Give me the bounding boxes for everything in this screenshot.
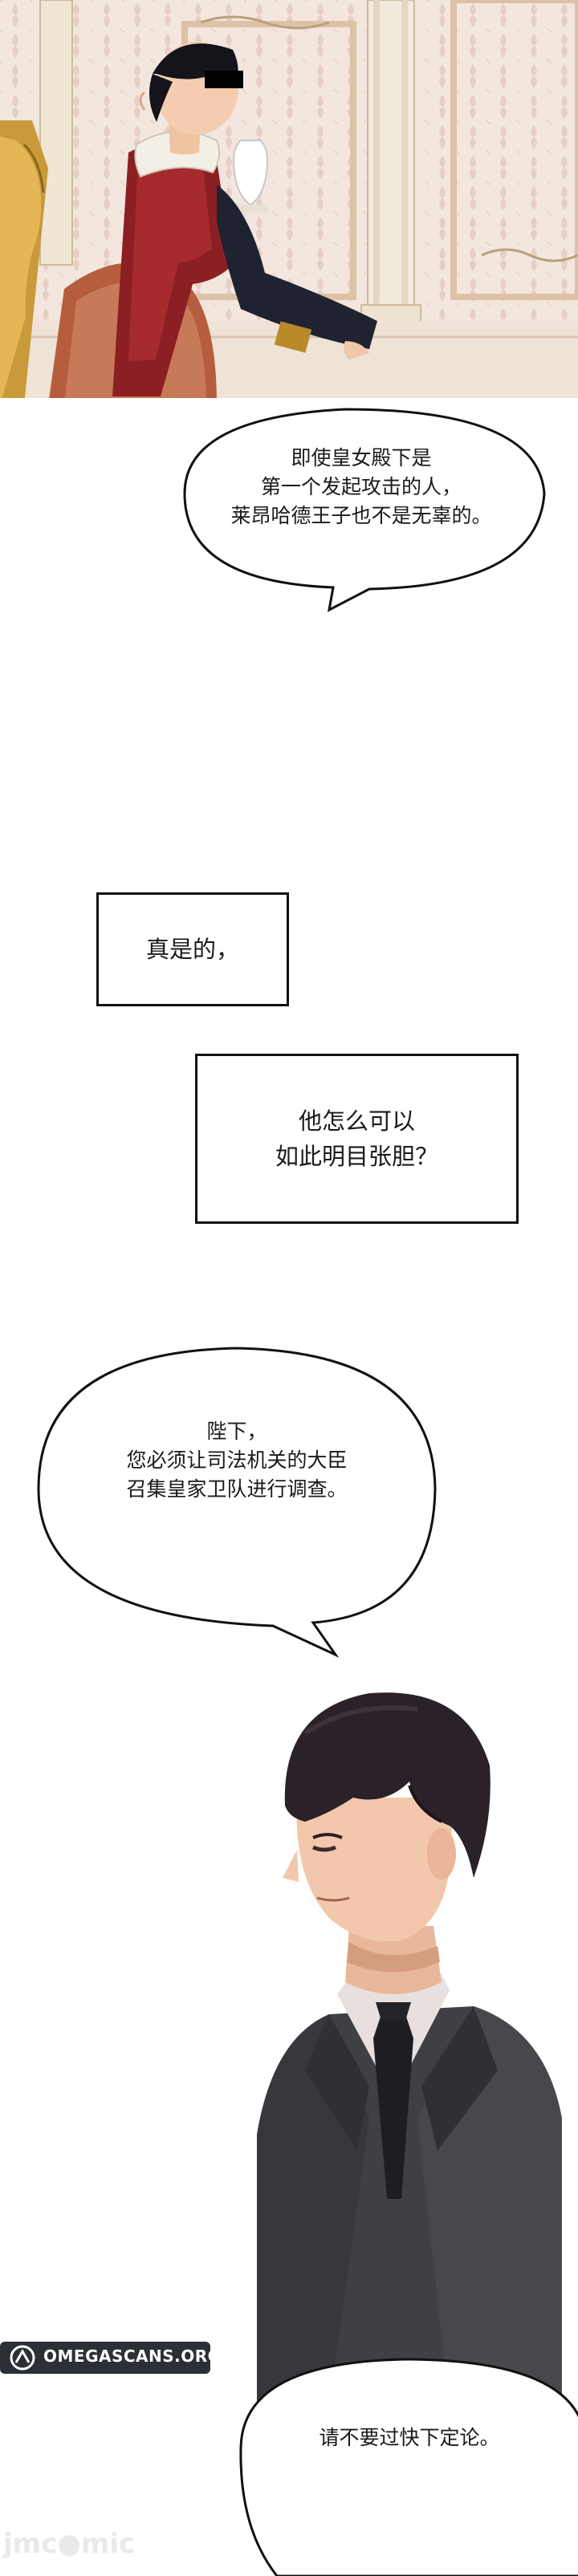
- scanlation-watermark: OMEGASCANS.ORG: [0, 2338, 221, 2377]
- narration-box-2-text: 他怎么可以 如此明目张胆？: [275, 1103, 438, 1174]
- box2-line-2: 如此明目张胆？: [275, 1143, 438, 1170]
- watermark-badge-bg: [0, 2342, 210, 2374]
- bubble2-line-3: 召集皇家卫队进行调查。: [126, 1477, 348, 1501]
- box2-line-1: 他怎么可以: [298, 1107, 415, 1135]
- footer-watermark: jmc●mic: [3, 2528, 136, 2560]
- speech-bubble-1-text: 即使皇女殿下是 第一个发起攻击的人， 莱昂哈德王子也不是无辜的。: [185, 444, 538, 530]
- speech-bubble-3-text: 请不要过快下定论。: [257, 2424, 562, 2452]
- bubble1-line-3: 莱昂哈德王子也不是无辜的。: [230, 504, 492, 527]
- bubble1-line-2: 第一个发起攻击的人，: [260, 475, 462, 498]
- watermark-label: OMEGASCANS.ORG: [43, 2346, 222, 2366]
- bubble2-line-2: 您必须让司法机关的大臣: [126, 1448, 348, 1472]
- narration-box-1: 真是的，: [96, 892, 289, 1006]
- speech-bubble-2-text: 陛下， 您必须让司法机关的大臣 召集皇家卫队进行调查。: [48, 1417, 425, 1504]
- character-suit-man: [257, 1692, 562, 2407]
- speech-bubble-2: [37, 1347, 437, 1658]
- narration-box-1-text: 真是的，: [145, 936, 239, 963]
- bubble2-line-1: 陛下，: [206, 1420, 267, 1443]
- speech-bubble-1: [183, 408, 546, 612]
- bubble1-line-1: 即使皇女殿下是: [291, 446, 432, 469]
- bubble3-line-1: 请不要过快下定论。: [319, 2426, 500, 2449]
- narration-box-2: 他怎么可以 如此明目张胆？: [195, 1054, 519, 1224]
- palace-scene-art: [0, 0, 578, 405]
- speech-bubble-3: [239, 2358, 578, 2576]
- panel-palace-scene: [0, 0, 578, 405]
